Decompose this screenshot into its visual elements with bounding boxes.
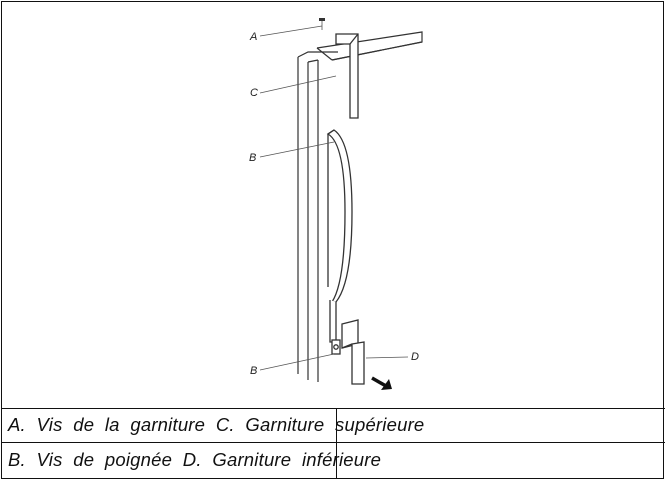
caption-row-1: A. Vis de la garniture C. Garniture supé… xyxy=(8,414,425,435)
handle-assembly-diagram: A C B B D xyxy=(2,2,665,408)
lower-trim xyxy=(341,319,365,385)
door-post xyxy=(297,51,338,382)
callout-b-upper: B xyxy=(249,152,256,164)
caption-top-rule xyxy=(2,408,665,409)
screw-icon xyxy=(319,18,325,21)
callout-a: A xyxy=(249,31,257,43)
caption-column-divider xyxy=(336,408,337,479)
leader-lines xyxy=(259,20,409,371)
caption-middle-rule xyxy=(2,442,665,443)
removal-arrow-icon xyxy=(371,376,392,390)
callout-b-lower: B xyxy=(250,365,257,377)
handle xyxy=(326,129,353,355)
caption-row-2: B. Vis de poignée D. Garniture inférieur… xyxy=(8,449,382,470)
upper-trim xyxy=(335,33,359,119)
top-rail xyxy=(316,31,423,61)
callout-c: C xyxy=(250,87,258,99)
caption-table: A. Vis de la garniture C. Garniture supé… xyxy=(2,408,665,479)
diagram-svg: A C B B D xyxy=(249,18,423,390)
callout-d: D xyxy=(411,351,419,363)
